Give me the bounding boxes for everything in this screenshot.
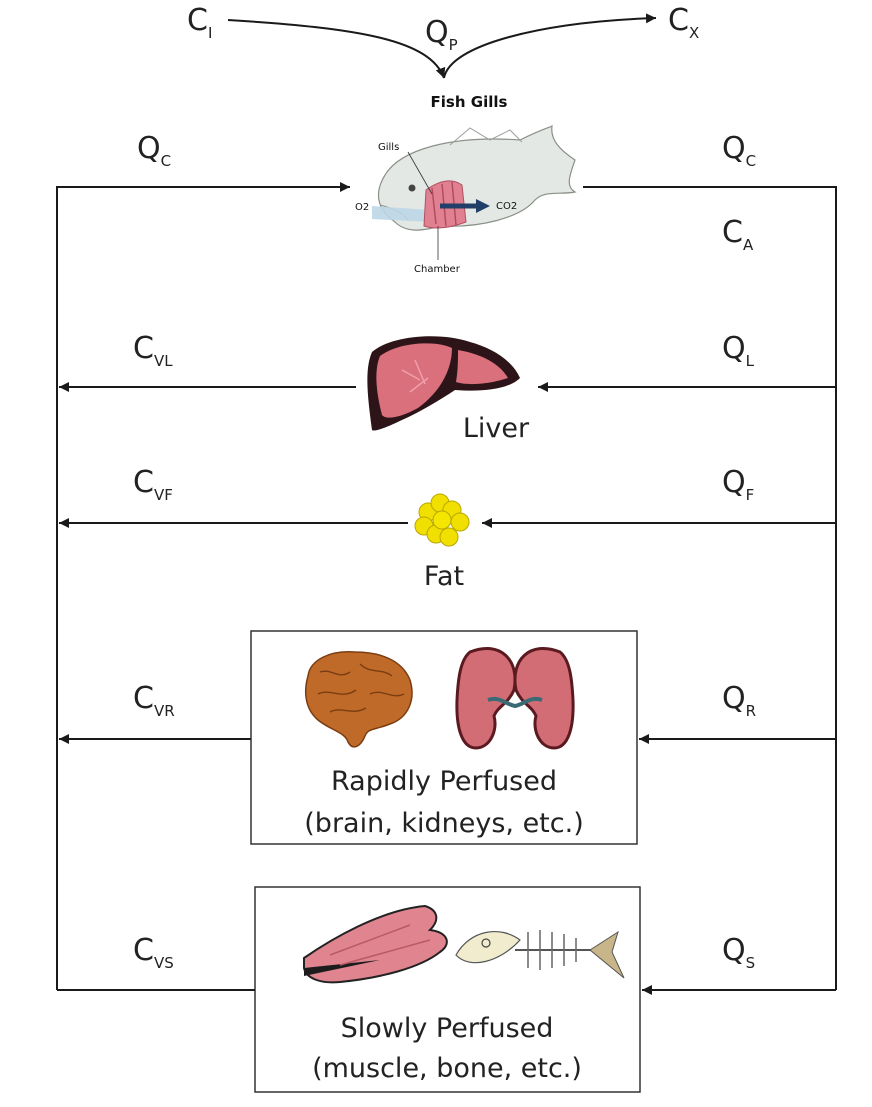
svg-text:CVL: CVL [133,331,173,370]
cx-label: CX [668,3,699,42]
svg-text:QC: QC [137,131,171,170]
slowly-perfused-examples: (muscle, bone, etc.) [312,1053,582,1084]
svg-text:CVR: CVR [133,681,175,720]
fish-gills-title: Fish Gills [431,93,508,111]
o2-label: O2 [355,202,369,213]
rapidly-perfused-examples: (brain, kidneys, etc.) [304,808,583,839]
venous-to-gills-arrow [56,182,350,990]
svg-text:CI: CI [187,3,212,42]
ca-label: CA [722,215,754,254]
kidneys-icon [455,646,575,750]
qc-left-label: QC [137,131,171,170]
ci-label: CI [187,3,212,42]
slowly-perfused-caption: Slowly Perfused [341,1013,554,1044]
co2-label: CO2 [496,201,517,212]
brain-icon [304,651,413,748]
fish-skeleton-icon [455,930,625,979]
svg-text:CVS: CVS [133,933,174,972]
chamber-label: Chamber [414,264,461,275]
cvs-label: CVS [133,933,174,972]
qp-label: QP [425,15,458,54]
fat-caption: Fat [424,561,464,592]
svg-text:QF: QF [722,465,754,504]
svg-text:CA: CA [722,215,754,254]
fish-gills-icon [372,124,577,260]
inspired-flow-arrow [227,19,446,79]
liver-icon [367,336,520,431]
rapidly-perfused-caption: Rapidly Perfused [331,766,557,797]
svg-text:QC: QC [722,131,756,170]
cvf-label: CVF [133,465,173,504]
svg-text:QL: QL [722,331,755,370]
svg-text:CVF: CVF [133,465,173,504]
gills-label: Gills [378,142,399,153]
qc-right-label: QC [722,131,756,170]
arterial-line [583,186,837,990]
fat-icon [414,493,470,547]
svg-text:QS: QS [722,933,755,972]
muscle-icon [303,904,448,984]
svg-text:QP: QP [425,15,458,54]
slowly-perfused-box [254,886,641,1093]
cvr-label: CVR [133,681,175,720]
qf-label: QF [722,465,754,504]
svg-text:QR: QR [722,681,756,720]
qr-label: QR [722,681,756,720]
cvl-label: CVL [133,331,173,370]
ql-label: QL [722,331,755,370]
liver-caption: Liver [463,413,530,444]
qs-label: QS [722,933,755,972]
svg-text:CX: CX [668,3,699,42]
expired-flow-arrow [443,13,657,79]
